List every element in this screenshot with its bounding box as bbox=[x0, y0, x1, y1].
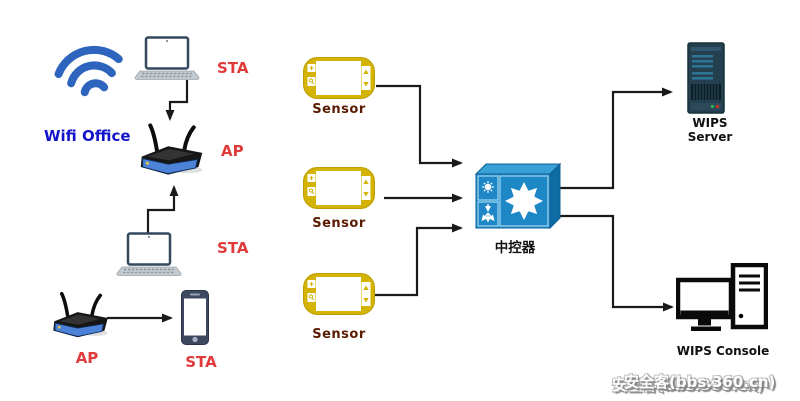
sensor-3-icon bbox=[303, 273, 375, 315]
laptop-sta-top-icon bbox=[134, 36, 200, 80]
wifi-signal-icon bbox=[54, 45, 123, 97]
ap-router-top-icon bbox=[140, 123, 203, 175]
wifi-office-label: Wifi Office bbox=[44, 127, 131, 145]
wips-server-icon bbox=[687, 42, 725, 114]
hub-icon bbox=[505, 182, 543, 220]
arrow-sta-middle-to-ap bbox=[146, 185, 179, 236]
ap-bottom-label: AP bbox=[75, 349, 99, 367]
ap-top-label: AP bbox=[221, 142, 244, 160]
arrow-sensor1-to-controller bbox=[376, 84, 463, 168]
watermark-text-back: 安全客(bbs.360.cn) bbox=[612, 376, 764, 394]
controller-label: 中控器 bbox=[494, 240, 536, 256]
sun-icon bbox=[482, 181, 494, 193]
arrow-controller-to-server bbox=[556, 87, 673, 190]
central-controller-icon bbox=[474, 162, 562, 230]
smartphone-sta-icon bbox=[181, 290, 209, 345]
arrow-sta-top-to-ap bbox=[165, 80, 189, 121]
sensor-2-label: Sensor bbox=[312, 216, 366, 231]
wips-server-label: WIPS Server bbox=[687, 116, 733, 145]
multicast-icon bbox=[481, 204, 495, 223]
arrow-sensor3-to-controller bbox=[375, 223, 463, 297]
sta-phone-label: STA bbox=[185, 353, 217, 371]
sensor-1-icon bbox=[303, 57, 375, 99]
ap-router-bottom-icon bbox=[53, 291, 108, 338]
laptop-sta-middle-icon bbox=[116, 232, 182, 276]
sensor-3-label: Sensor bbox=[312, 327, 366, 342]
wips-console-icon bbox=[676, 263, 768, 331]
watermark-text-front: 安全客(bbs.360.cn) bbox=[624, 373, 776, 391]
watermark: 安全客(bbs.360.cn) 安全客(bbs.360.cn) bbox=[612, 371, 800, 399]
wips-console-label: WIPS Console bbox=[676, 344, 770, 358]
sta-top-label: STA bbox=[217, 59, 249, 77]
sta-middle-label: STA bbox=[217, 239, 249, 257]
arrow-controller-to-console bbox=[556, 214, 674, 312]
sensor-1-label: Sensor bbox=[312, 102, 366, 117]
sensor-2-icon bbox=[303, 167, 375, 209]
